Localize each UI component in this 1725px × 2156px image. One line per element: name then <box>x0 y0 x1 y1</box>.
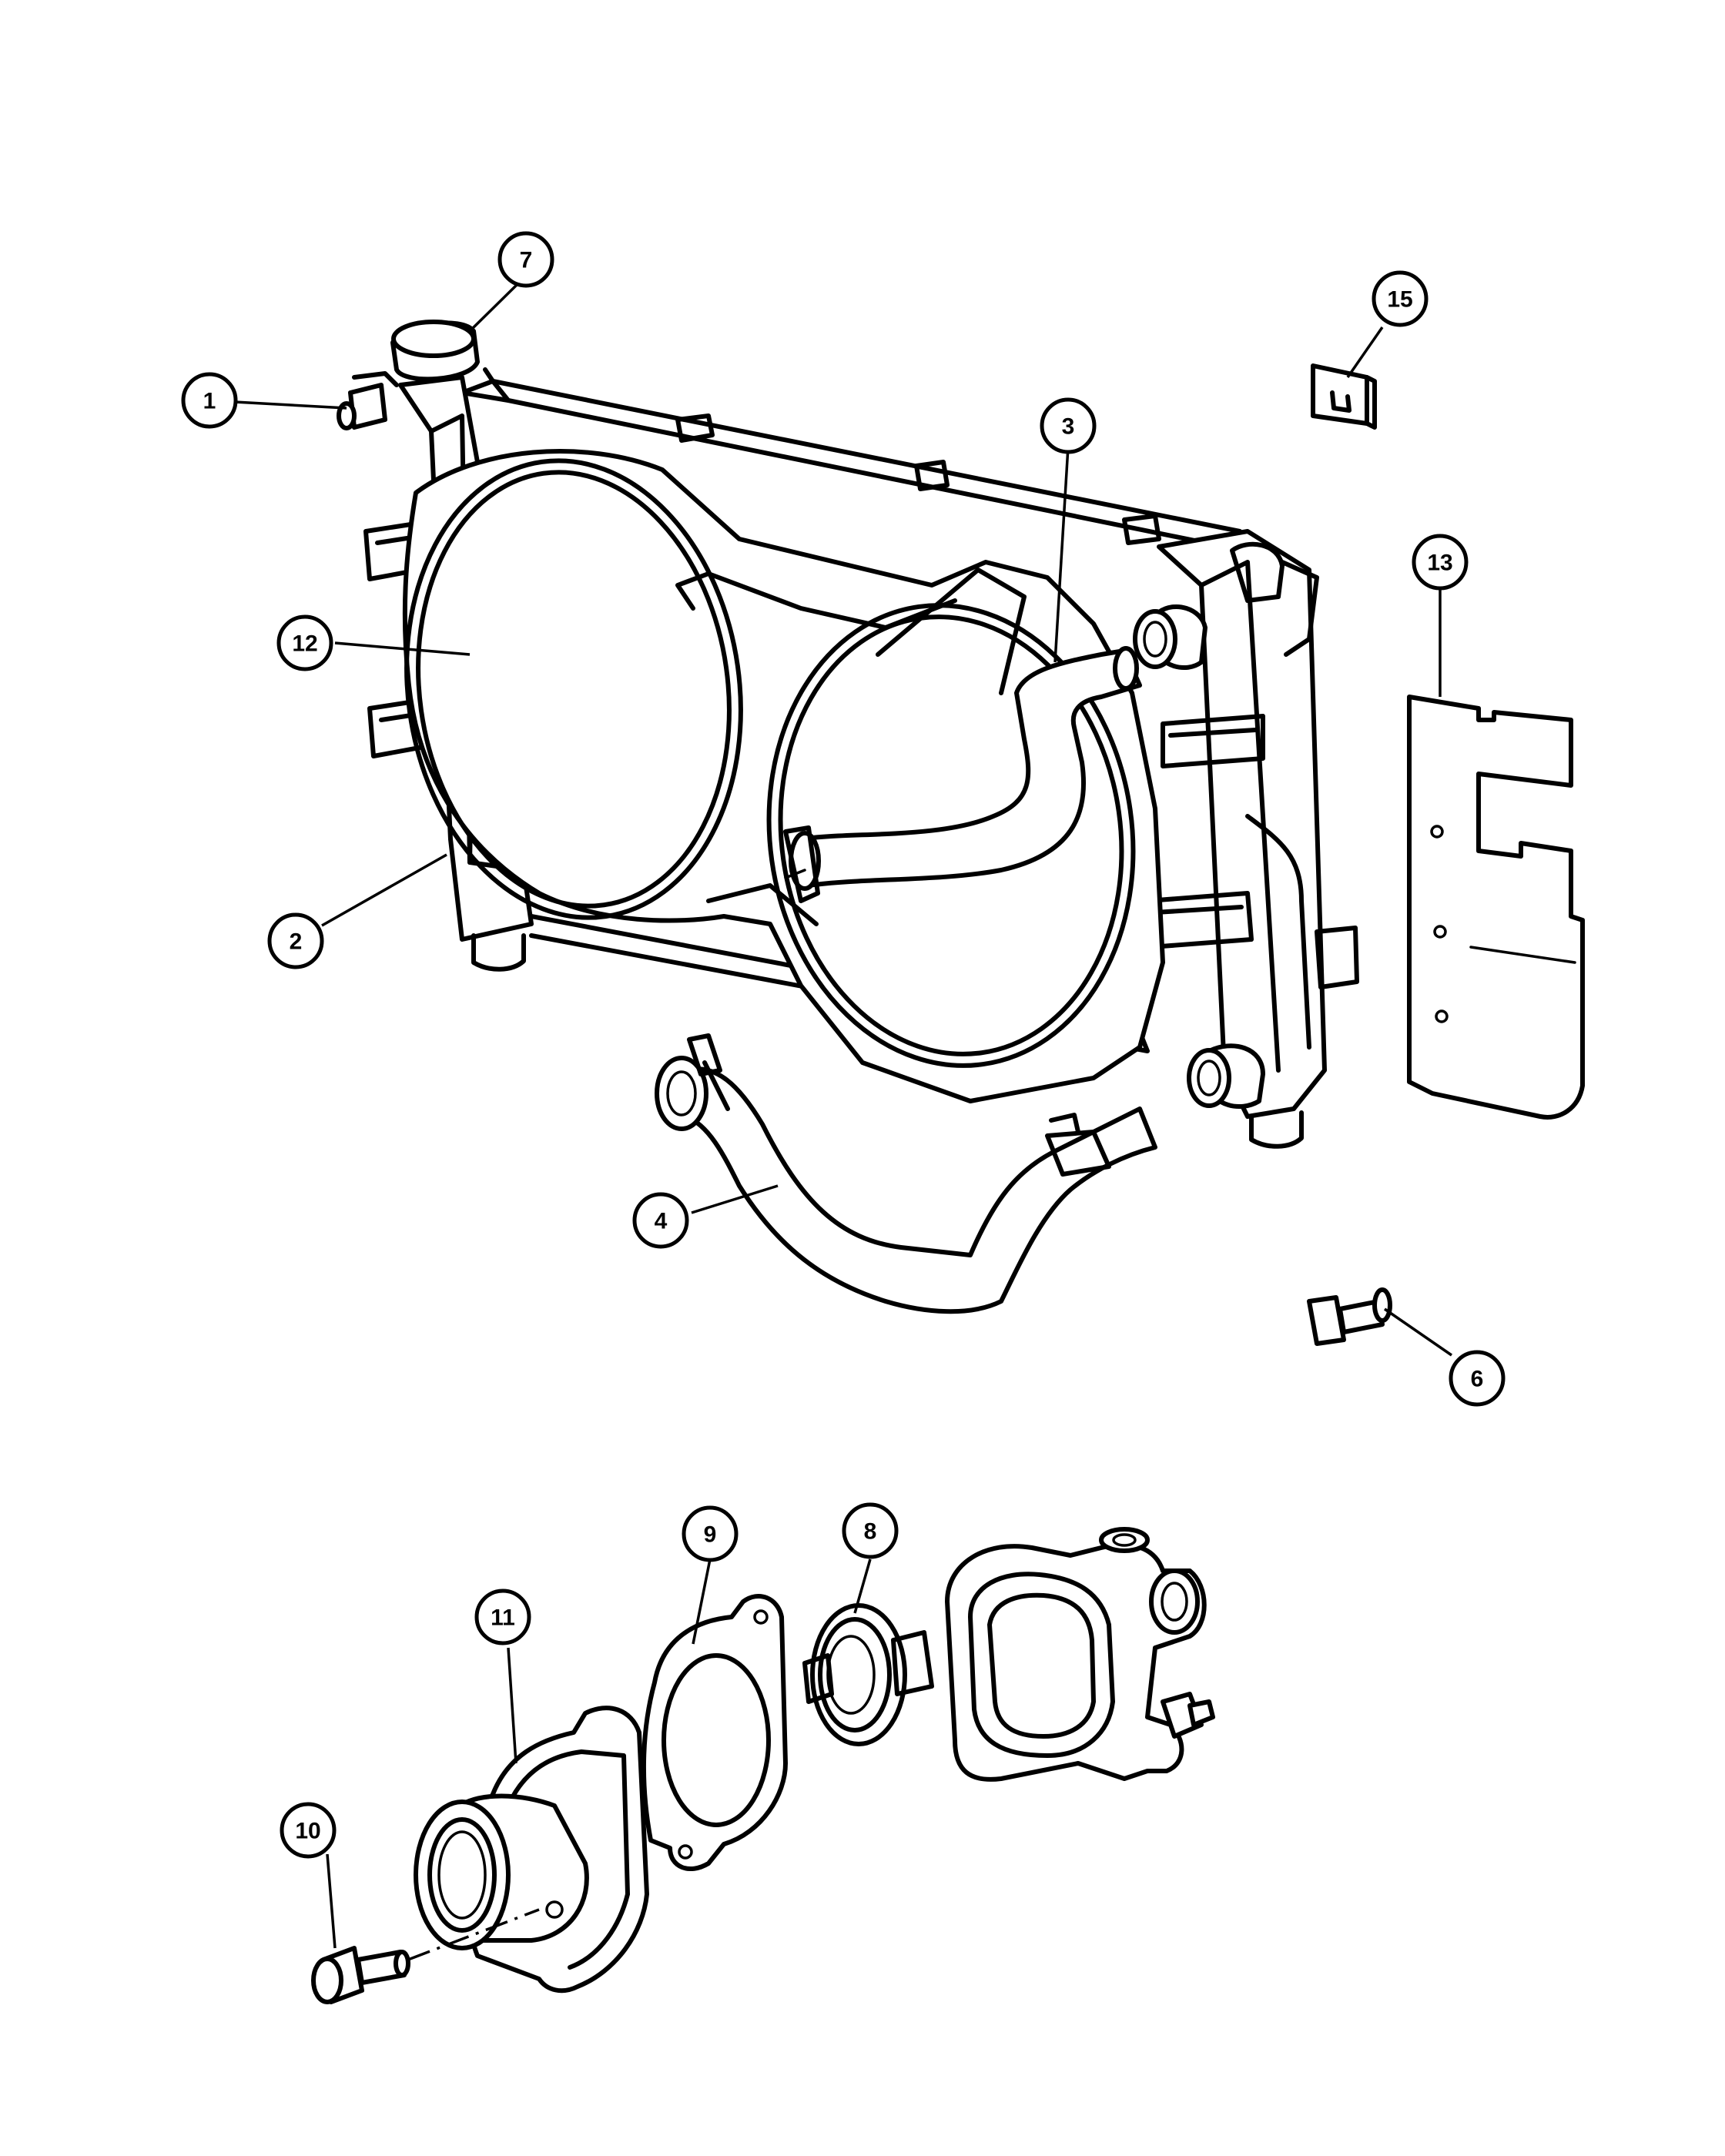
svg-text:11: 11 <box>491 1605 515 1631</box>
svg-text:15: 15 <box>1387 287 1412 313</box>
water-outlet <box>414 1706 649 1994</box>
callout-15: 15 <box>1372 270 1429 327</box>
svg-text:3: 3 <box>1062 414 1075 440</box>
svg-text:4: 4 <box>655 1209 668 1234</box>
svg-text:6: 6 <box>1471 1367 1484 1392</box>
callout-1: 1 <box>181 372 238 429</box>
callout-2: 2 <box>267 912 324 969</box>
bolt <box>311 1908 540 2004</box>
svg-text:9: 9 <box>704 1522 717 1548</box>
svg-text:12: 12 <box>292 631 317 657</box>
thermostat-housing <box>945 1527 1215 1782</box>
callout-9: 9 <box>682 1505 739 1562</box>
callout-4: 4 <box>632 1192 689 1249</box>
svg-text:8: 8 <box>864 1519 877 1545</box>
upper-radiator-hose <box>783 646 1142 903</box>
lower-radiator-hose <box>655 1033 1157 1314</box>
callout-6: 6 <box>1449 1350 1506 1407</box>
callout-3: 3 <box>1040 397 1097 454</box>
drain-cock <box>337 371 399 430</box>
callout-10: 10 <box>280 1802 337 1859</box>
pressure-cap <box>390 320 495 383</box>
callout-7: 7 <box>497 231 554 288</box>
callout-13: 13 <box>1412 534 1469 591</box>
thermostat <box>802 1603 934 1746</box>
svg-text:2: 2 <box>290 929 303 955</box>
fan-shroud <box>402 449 1165 1103</box>
svg-text:7: 7 <box>520 248 533 273</box>
air-seal <box>1407 695 1585 1120</box>
callout-12: 12 <box>276 614 333 671</box>
svg-text:10: 10 <box>295 1819 320 1844</box>
thermostat-gasket <box>641 1593 788 1872</box>
clip <box>1311 363 1377 430</box>
screw <box>1307 1287 1392 1346</box>
svg-text:13: 13 <box>1427 551 1452 576</box>
callout-8: 8 <box>842 1502 899 1559</box>
svg-text:1: 1 <box>203 389 216 414</box>
leader-lines <box>234 283 1452 1949</box>
callout-11: 11 <box>474 1589 531 1645</box>
